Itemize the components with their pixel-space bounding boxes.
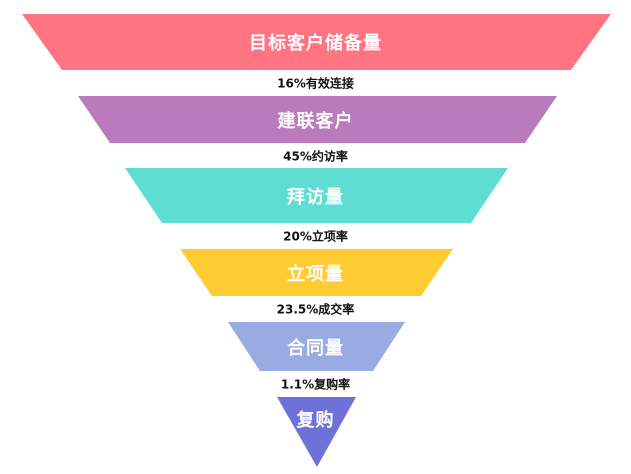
rate-label-closing: 23.5%成交率 [276,302,355,317]
rate-label-appointment: 45%约访率 [283,149,348,164]
funnel-stage-contracts [228,322,405,371]
funnel-stage-projects [180,249,453,296]
funnel-stage-connected-clients [78,96,557,143]
funnel-stage-repurchase [277,397,356,467]
rate-label-repurchase: 1.1%复购率 [280,377,351,392]
rate-label-project-initiation: 20%立项率 [283,229,348,244]
funnel-stage-target-reserve [22,14,611,70]
funnel-stage-visits [125,168,508,223]
rate-label-effective-connection: 16%有效连接 [277,76,354,91]
